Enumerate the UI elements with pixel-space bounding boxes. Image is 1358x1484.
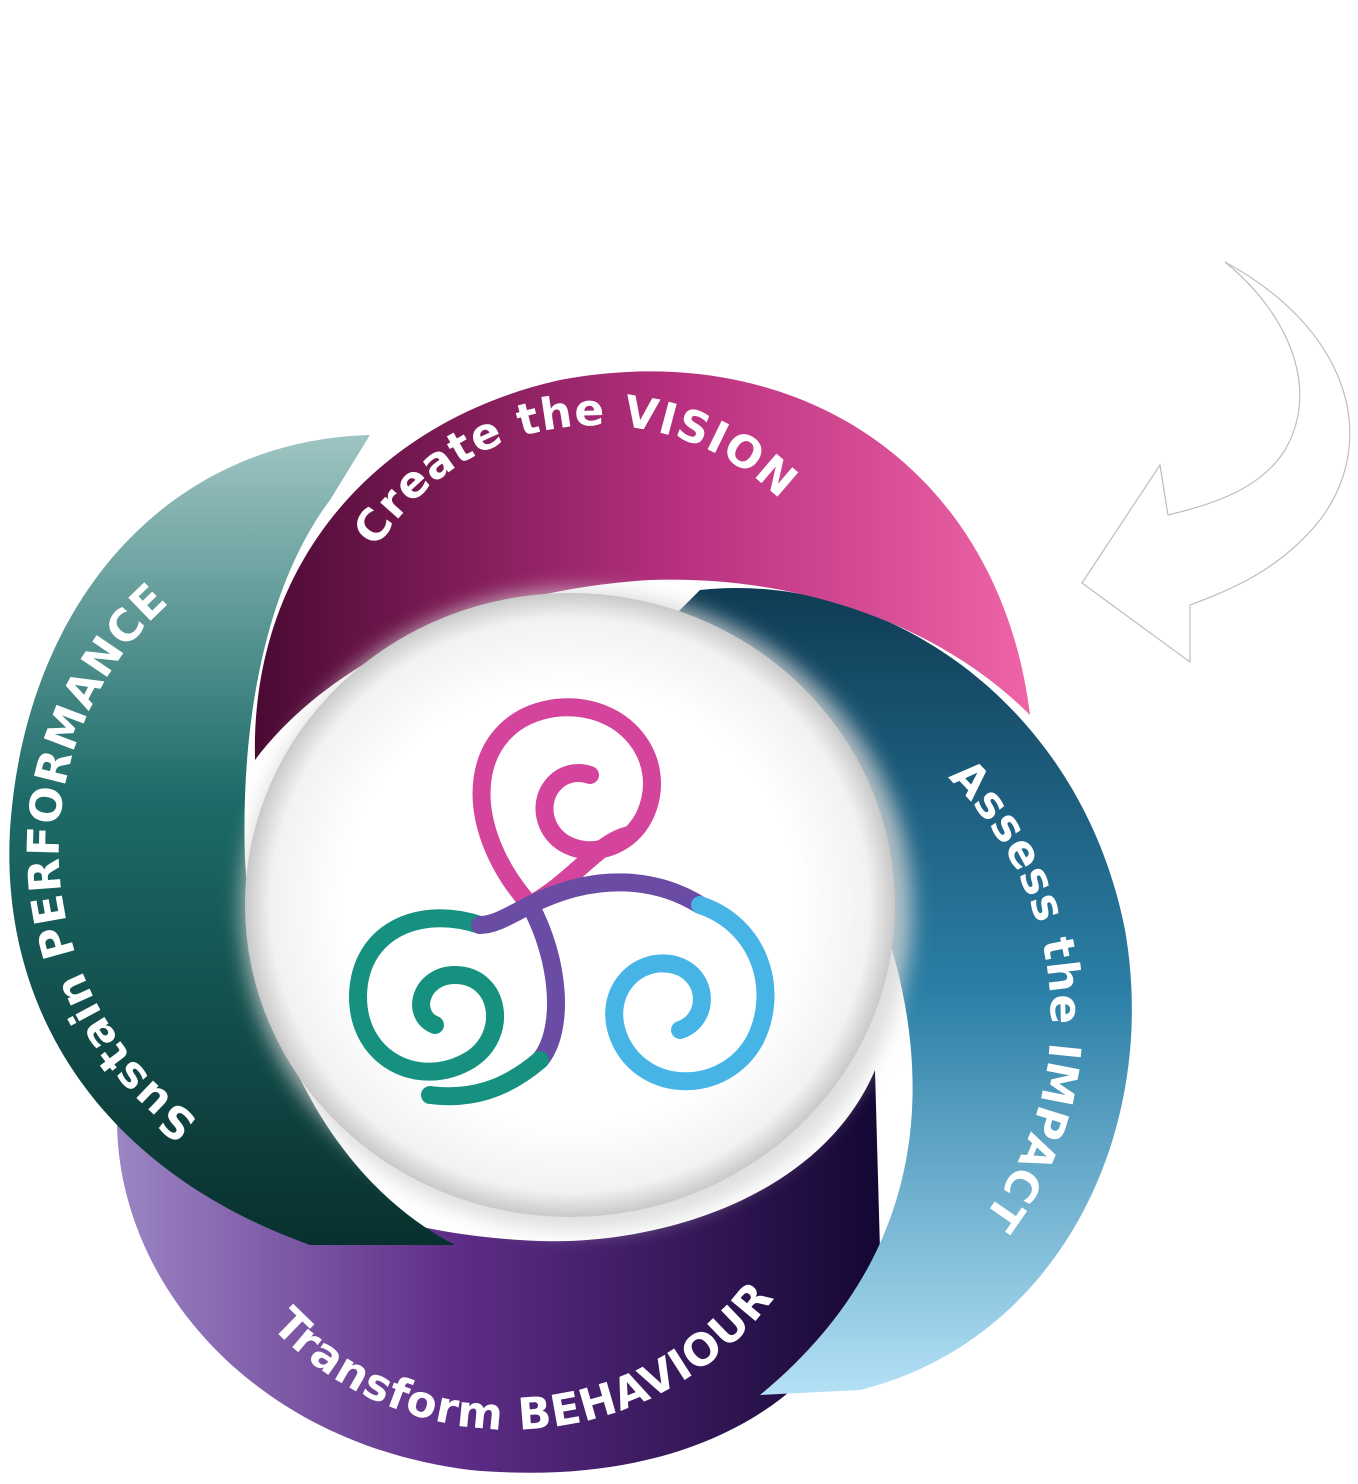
band-behaviour: [117, 1070, 881, 1473]
center-disc: [245, 593, 895, 1217]
triskele-spiral-icon: [348, 698, 775, 1106]
band-vision: [254, 371, 1030, 760]
curved-arrow-icon: [1081, 261, 1351, 664]
band-performance: [9, 435, 456, 1245]
band-impact: [650, 587, 1132, 1395]
